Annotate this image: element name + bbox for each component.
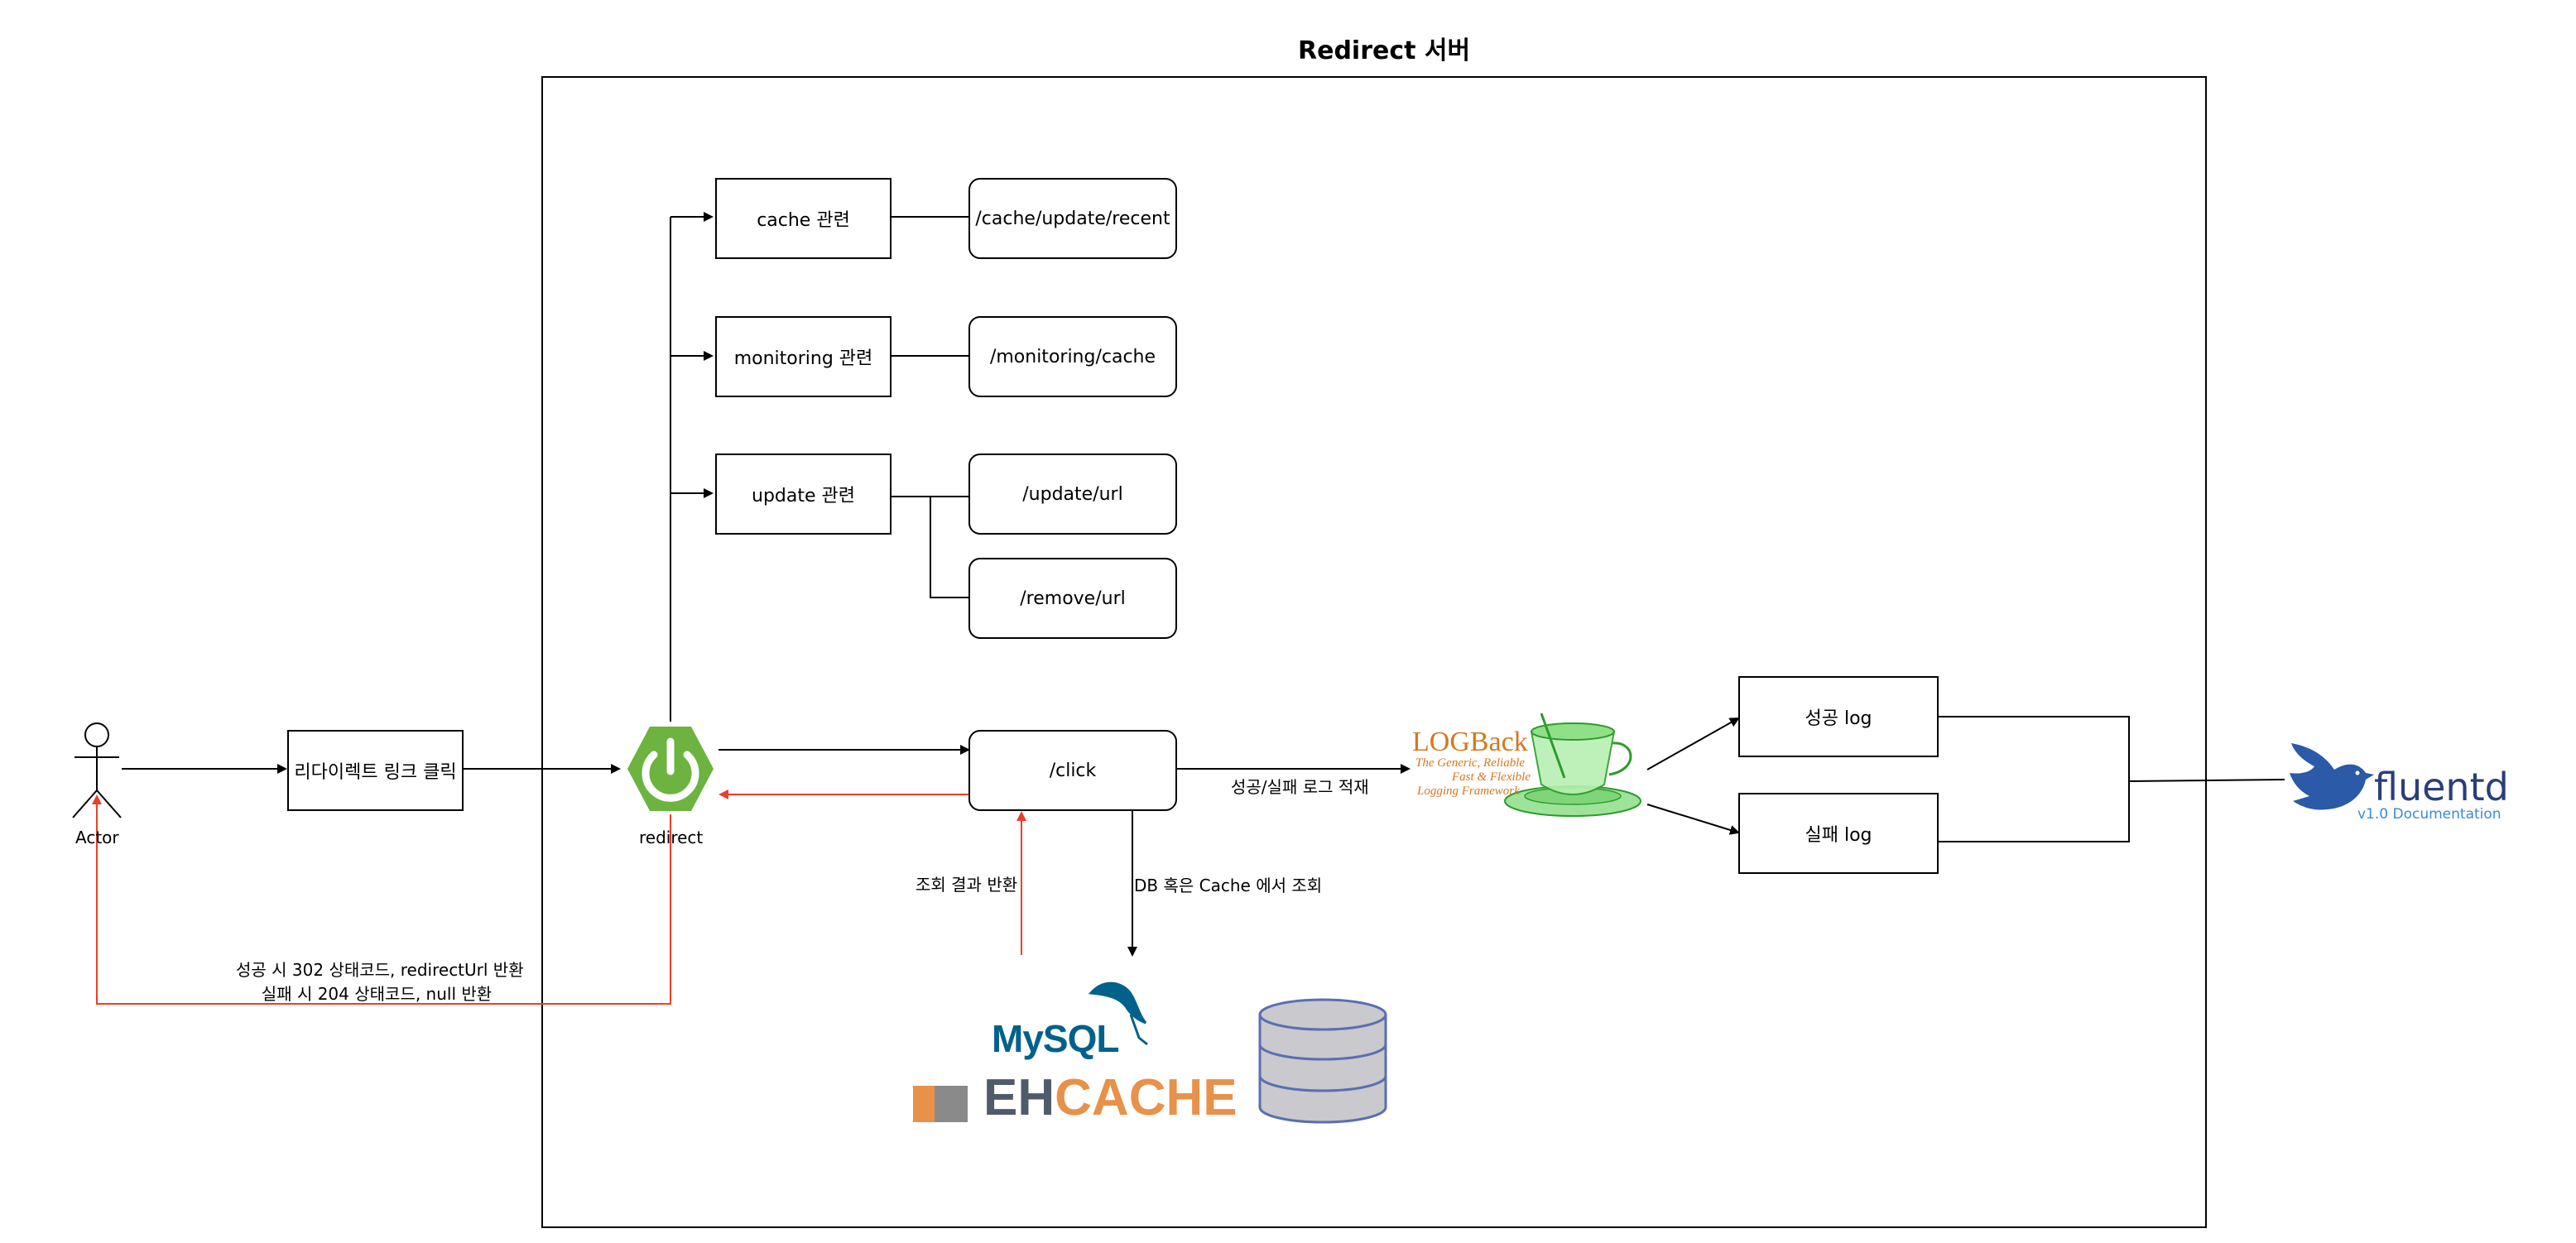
db-query-label: DB 혹은 Cache 에서 조회 [1134, 876, 1323, 895]
endpoint-remove-url: /remove/url [968, 558, 1177, 639]
ehcache-logo-eh: EH [983, 1069, 1055, 1126]
query-result-label: 조회 결과 반환 [916, 875, 1018, 895]
fail-log-box: 실패 log [1738, 793, 1939, 874]
cache-group-box: cache 관련 [715, 178, 892, 259]
fluentd-logo-sub: v1.0 Documentation [2357, 806, 2502, 823]
mysql-logo-text: MySQL [992, 1017, 1119, 1060]
actor-label: Actor [75, 828, 119, 847]
logback-cup-icon [1504, 713, 1641, 817]
endpoint-click: /click [968, 730, 1177, 811]
endpoint-monitoring-cache: /monitoring/cache [968, 316, 1177, 397]
logback-logo-title: LOGBack [1412, 727, 1528, 757]
mysql-logo: MySQL [992, 1016, 1119, 1061]
edge-response-to-actor [92, 794, 671, 1005]
edge-update-to-remove [930, 497, 968, 598]
ehcache-logo-cache: CACHE [1055, 1069, 1238, 1126]
fluentd-bird-icon [2290, 743, 2374, 810]
diagram-title: Redirect 서버 [1298, 36, 1471, 65]
response-label: 성공 시 302 상태코드, redirectUrl 반환 실패 시 204 상… [236, 957, 524, 1005]
success-log-box: 성공 log [1738, 676, 1939, 757]
log-write-label: 성공/실패 로그 적재 [1231, 777, 1369, 797]
server-container [541, 76, 2207, 1228]
ehcache-logo: EHCACHE [983, 1073, 1238, 1124]
edge-logback-to-success [1646, 717, 1740, 770]
endpoint-cache-recent: /cache/update/recent [968, 178, 1177, 259]
endpoint-update-url: /update/url [968, 454, 1177, 535]
edge-logs-to-fluentd [2128, 779, 2285, 782]
logback-logo: LOGBack The Generic, Reliable Fast & Fle… [1412, 728, 1531, 799]
response-label-line2: 실패 시 204 상태코드, null 반환 [261, 984, 493, 1004]
logback-tagline-1: The Generic, Reliable [1415, 756, 1526, 770]
monitoring-group-box: monitoring 관련 [715, 316, 892, 397]
ehcache-mark-icon [913, 1086, 968, 1122]
edge-success-to-fluentd [1939, 716, 2130, 842]
logback-tagline-3: Logging Framework [1417, 785, 1520, 798]
logback-tagline-2: Fast & Flexible [1452, 770, 1531, 784]
click-link-box: 리다이렉트 링크 클릭 [287, 730, 464, 811]
database-icon [1258, 998, 1387, 1124]
update-group-box: update 관련 [715, 454, 892, 535]
edge-logback-to-fail [1646, 804, 1740, 835]
mysql-dolphin-icon [1088, 981, 1148, 1046]
spring-power-icon [627, 727, 714, 811]
response-label-line1: 성공 시 302 상태코드, redirectUrl 반환 [236, 960, 524, 980]
fluentd-logo: fluentd v1.0 Documentation [2357, 765, 2509, 823]
fluentd-logo-text: fluentd [2374, 765, 2509, 809]
redirect-label: redirect [639, 828, 704, 847]
